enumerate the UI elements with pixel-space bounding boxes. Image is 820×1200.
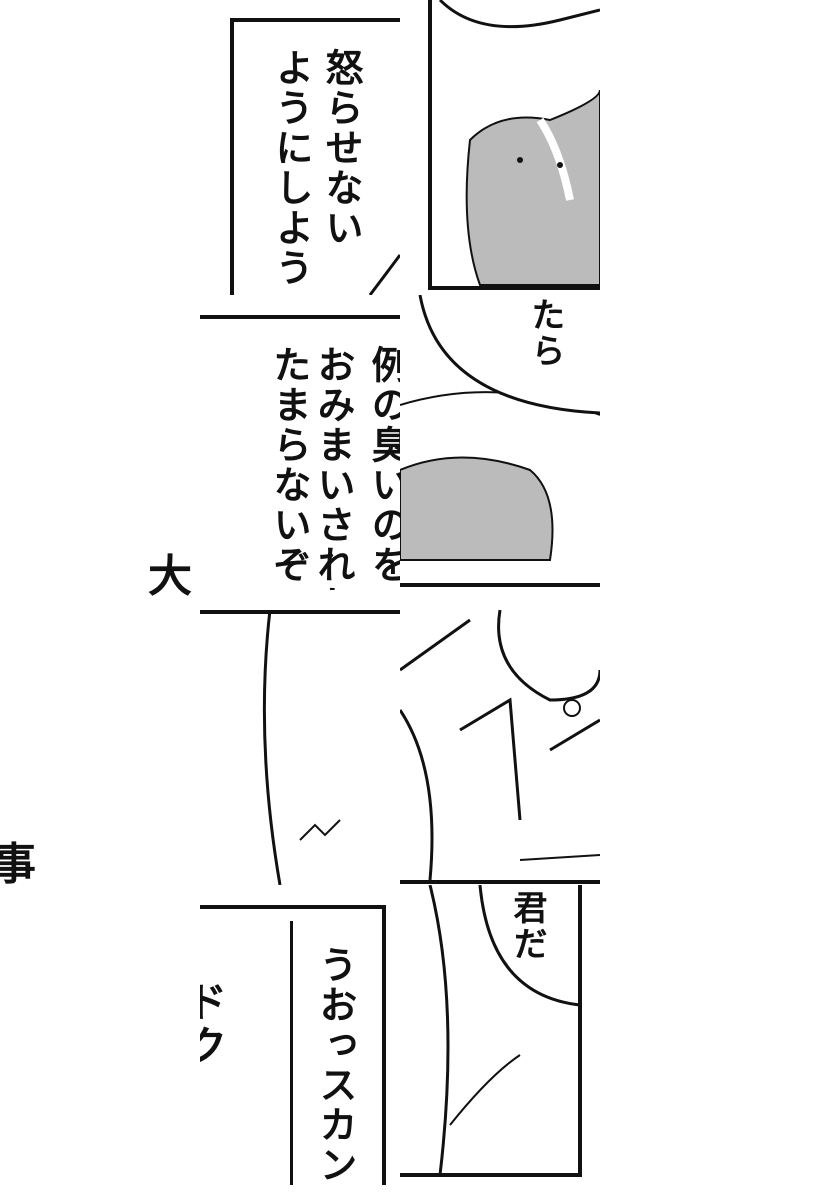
panel-character — [400, 590, 600, 885]
panel-line-art — [368, 254, 400, 295]
character-illustration — [400, 609, 600, 884]
panel-fur: たら — [400, 295, 600, 590]
panel-speech-smell: 例の臭いのを おみまいされた たまらないぞ — [200, 295, 400, 590]
speech-line-3: たまらないぞ — [267, 345, 311, 585]
panel-its-you: 君だ — [400, 885, 600, 1180]
speech-box — [200, 315, 400, 590]
shout-text: うおっスカンク — [313, 945, 357, 1185]
speech-box — [230, 18, 400, 295]
sound-effect: ドク — [200, 980, 228, 1068]
fragment-text-dai: 大 — [148, 551, 192, 602]
speech-line-2: おみまいされた — [311, 345, 355, 590]
speech-line-1: 例の臭いのを — [365, 345, 400, 585]
panel-partial-text — [200, 610, 400, 885]
bubble-text: 君だ — [507, 890, 547, 962]
panel-speech-dont-anger: 怒らせない ようにしよう — [200, 0, 400, 295]
panel-shout: うおっスカンク ドク — [200, 885, 400, 1185]
speech-box — [200, 905, 386, 1185]
speech-line-1: 怒らせない — [319, 48, 363, 248]
skunk-illustration — [438, 0, 600, 286]
character-illustration — [400, 885, 582, 1177]
speech-line-2: ようにしよう — [269, 48, 313, 288]
speech-divider — [290, 921, 293, 1185]
panel-line-art — [200, 610, 400, 885]
fur-illustration — [400, 295, 600, 587]
bubble-text: たら — [525, 297, 565, 369]
panel-skunk — [400, 0, 600, 295]
fragment-text-koto: 事 — [0, 839, 36, 890]
